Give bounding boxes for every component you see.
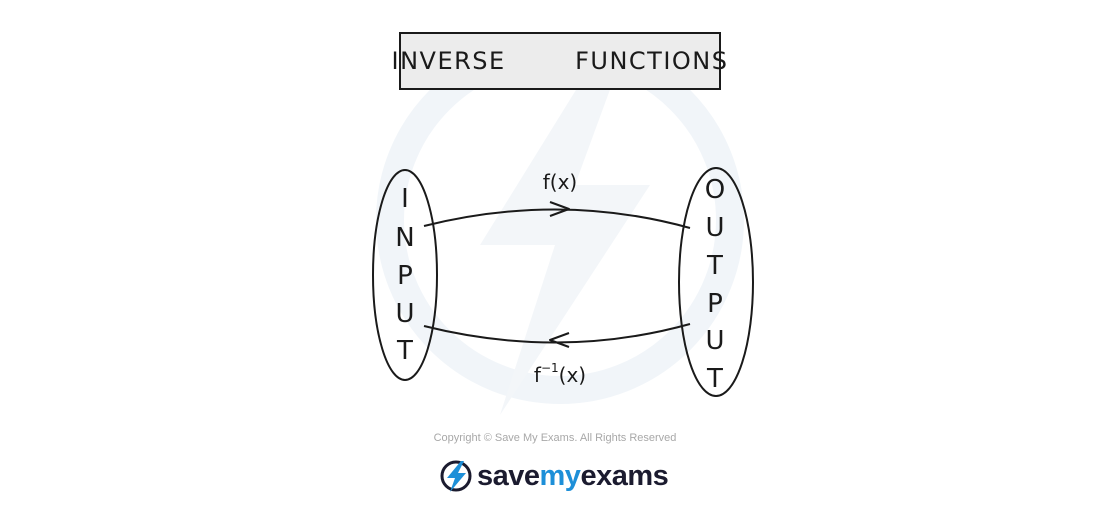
output-letter: T — [706, 364, 723, 394]
inverse-function-label: f−1(x) — [534, 361, 586, 387]
input-letter: T — [396, 336, 413, 366]
output-letters: O U T P U T — [705, 175, 725, 394]
output-letter: O — [705, 175, 725, 205]
title-box: INVERSE FUNCTIONS — [392, 32, 727, 90]
output-letter: T — [706, 251, 723, 281]
forward-function-label: f(x) — [543, 170, 577, 194]
inverse-label-base: f — [534, 363, 542, 387]
input-letter: U — [395, 299, 414, 329]
logo-word-save: save — [477, 459, 540, 492]
input-letters: I N P U T — [395, 184, 414, 366]
input-letter: I — [401, 184, 409, 214]
lightning-bolt-icon — [440, 460, 472, 492]
logo-word-my: my — [539, 459, 581, 492]
inverse-arrow — [423, 323, 691, 348]
input-oval — [372, 169, 438, 381]
output-letter: P — [707, 289, 723, 319]
copyright-notice: Copyright © Save My Exams. All Rights Re… — [433, 432, 677, 444]
input-letter: N — [395, 223, 414, 253]
output-letter: U — [705, 213, 724, 243]
output-letter: U — [705, 326, 724, 356]
input-letter: P — [397, 261, 413, 291]
logo-wordmark: savemyexams — [477, 459, 669, 493]
diagram-title: INVERSE FUNCTIONS — [391, 47, 729, 75]
inverse-label-superscript: −1 — [541, 361, 559, 375]
logo-word-exams: exams — [580, 459, 669, 492]
output-oval — [678, 167, 754, 397]
inverse-label-suffix: (x) — [559, 363, 586, 387]
save-my-exams-logo: savemyexams — [439, 456, 669, 496]
forward-arrow — [423, 201, 691, 229]
